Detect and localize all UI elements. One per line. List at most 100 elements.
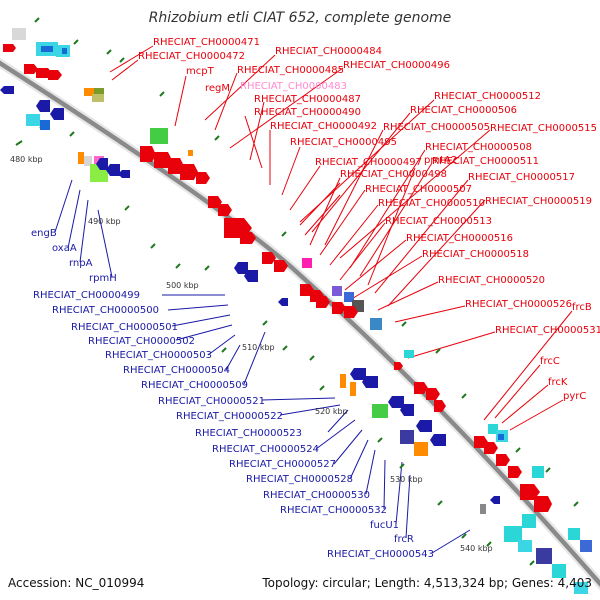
- gene-arrow[interactable]: [332, 302, 346, 314]
- gene-block[interactable]: [552, 564, 566, 578]
- gene-block[interactable]: [26, 114, 40, 126]
- gene-arrow[interactable]: [426, 388, 440, 400]
- gene-arrow[interactable]: [362, 376, 378, 388]
- gene-arrow[interactable]: [180, 164, 198, 180]
- gene-label[interactable]: RHECIAT_CH0000516: [406, 233, 513, 244]
- gene-label[interactable]: RHECIAT_CH0000498: [340, 169, 447, 180]
- gene-block[interactable]: [344, 292, 354, 302]
- gene-label[interactable]: RHECIAT_CH0000517: [468, 172, 575, 183]
- gene-arrow[interactable]: [154, 152, 172, 168]
- gene-block[interactable]: [518, 540, 532, 552]
- gene-arrow[interactable]: [234, 262, 248, 274]
- gene-arrow[interactable]: [400, 404, 414, 416]
- gene-label[interactable]: engB: [31, 228, 57, 239]
- gene-block[interactable]: [536, 548, 552, 564]
- gene-arrow[interactable]: [106, 164, 120, 176]
- gene-block[interactable]: [522, 514, 536, 528]
- gene-block[interactable]: [94, 88, 104, 96]
- gene-block[interactable]: [150, 128, 168, 144]
- gene-label[interactable]: pyrC: [563, 391, 586, 402]
- gene-block[interactable]: [370, 318, 382, 330]
- gene-arrow[interactable]: [434, 400, 446, 412]
- gene-block[interactable]: [12, 28, 26, 40]
- gene-block[interactable]: [568, 528, 580, 540]
- gene-arrow[interactable]: [430, 434, 446, 446]
- gene-arrow[interactable]: [416, 420, 432, 432]
- gene-block[interactable]: [372, 404, 388, 418]
- gene-arrow[interactable]: [262, 252, 276, 264]
- gene-arrow[interactable]: [274, 260, 288, 272]
- gene-block[interactable]: [340, 374, 346, 388]
- gene-label[interactable]: RHECIAT_CH0000504: [123, 365, 230, 376]
- gene-arrow[interactable]: [278, 298, 288, 306]
- gene-arrow[interactable]: [316, 296, 330, 308]
- gene-label[interactable]: RHECIAT_CH0000503: [105, 350, 212, 361]
- gene-block[interactable]: [62, 48, 67, 54]
- gene-label[interactable]: RHECIAT_CH0000524: [212, 444, 319, 455]
- gene-label[interactable]: RHECIAT_CH0000530: [263, 490, 370, 501]
- gene-label[interactable]: frcR: [394, 534, 414, 545]
- gene-label[interactable]: RHECIAT_CH0000519: [485, 196, 592, 207]
- gene-label[interactable]: RHECIAT_CH0000501: [71, 322, 178, 333]
- gene-label[interactable]: RHECIAT_CH0000500: [52, 305, 159, 316]
- gene-label[interactable]: RHECIAT_CH0000510: [378, 198, 485, 209]
- gene-arrow[interactable]: [118, 170, 130, 178]
- gene-arrow[interactable]: [24, 64, 38, 74]
- gene-label[interactable]: rnpA: [69, 258, 93, 269]
- gene-arrow[interactable]: [240, 232, 256, 244]
- gene-label[interactable]: oxaA: [52, 243, 77, 254]
- gene-label[interactable]: RHECIAT_CH0000483: [240, 81, 347, 92]
- gene-label[interactable]: RHECIAT_CH0000522: [176, 411, 283, 422]
- gene-block[interactable]: [574, 582, 588, 594]
- gene-arrow[interactable]: [48, 70, 62, 80]
- gene-arrow[interactable]: [394, 362, 403, 370]
- gene-block[interactable]: [332, 286, 342, 296]
- gene-label[interactable]: RHECIAT_CH0000512: [434, 91, 541, 102]
- gene-block[interactable]: [498, 434, 504, 440]
- gene-label[interactable]: pmtA2: [424, 155, 457, 166]
- gene-label[interactable]: RHECIAT_CH0000511: [432, 156, 539, 167]
- gene-block[interactable]: [580, 540, 592, 552]
- gene-arrow[interactable]: [196, 172, 210, 184]
- gene-label[interactable]: RHECIAT_CH0000497: [315, 157, 422, 168]
- gene-label[interactable]: RHECIAT_CH0000502: [88, 336, 195, 347]
- gene-label[interactable]: frcB: [572, 302, 592, 313]
- gene-arrow[interactable]: [534, 496, 552, 512]
- gene-block[interactable]: [488, 424, 498, 434]
- gene-block[interactable]: [532, 466, 544, 478]
- gene-arrow[interactable]: [508, 466, 522, 478]
- gene-label[interactable]: RHECIAT_CH0000531: [495, 325, 600, 336]
- gene-label[interactable]: RHECIAT_CH0000515: [490, 123, 597, 134]
- gene-label[interactable]: RHECIAT_CH0000543: [327, 549, 434, 560]
- gene-block[interactable]: [92, 94, 104, 102]
- gene-block[interactable]: [188, 150, 193, 156]
- gene-label[interactable]: RHECIAT_CH0000492: [270, 121, 377, 132]
- gene-arrow[interactable]: [484, 442, 498, 454]
- gene-label[interactable]: RHECIAT_CH0000485: [237, 65, 344, 76]
- gene-label[interactable]: RHECIAT_CH0000472: [138, 51, 245, 62]
- gene-block[interactable]: [504, 526, 522, 542]
- gene-label[interactable]: RHECIAT_CH0000495: [290, 137, 397, 148]
- gene-block[interactable]: [302, 258, 312, 268]
- gene-label[interactable]: RHECIAT_CH0000521: [158, 396, 265, 407]
- gene-arrow[interactable]: [218, 204, 232, 216]
- gene-block[interactable]: [480, 504, 486, 514]
- gene-label[interactable]: regM: [205, 83, 230, 94]
- gene-label[interactable]: RHECIAT_CH0000527: [229, 459, 336, 470]
- gene-label[interactable]: RHECIAT_CH0000513: [385, 216, 492, 227]
- gene-label[interactable]: RHECIAT_CH0000528: [246, 474, 353, 485]
- gene-label[interactable]: RHECIAT_CH0000509: [141, 380, 248, 391]
- gene-arrow[interactable]: [96, 158, 108, 170]
- gene-label[interactable]: RHECIAT_CH0000484: [275, 46, 382, 57]
- gene-arrow[interactable]: [496, 454, 510, 466]
- gene-label[interactable]: RHECIAT_CH0000507: [365, 184, 472, 195]
- gene-block[interactable]: [350, 382, 356, 396]
- gene-block[interactable]: [78, 152, 84, 164]
- gene-block[interactable]: [84, 156, 92, 166]
- gene-arrow[interactable]: [0, 86, 14, 94]
- gene-label[interactable]: RHECIAT_CH0000499: [33, 290, 140, 301]
- gene-block[interactable]: [40, 120, 50, 130]
- gene-block[interactable]: [404, 350, 414, 358]
- gene-arrow[interactable]: [490, 496, 500, 504]
- gene-label[interactable]: RHECIAT_CH0000520: [438, 275, 545, 286]
